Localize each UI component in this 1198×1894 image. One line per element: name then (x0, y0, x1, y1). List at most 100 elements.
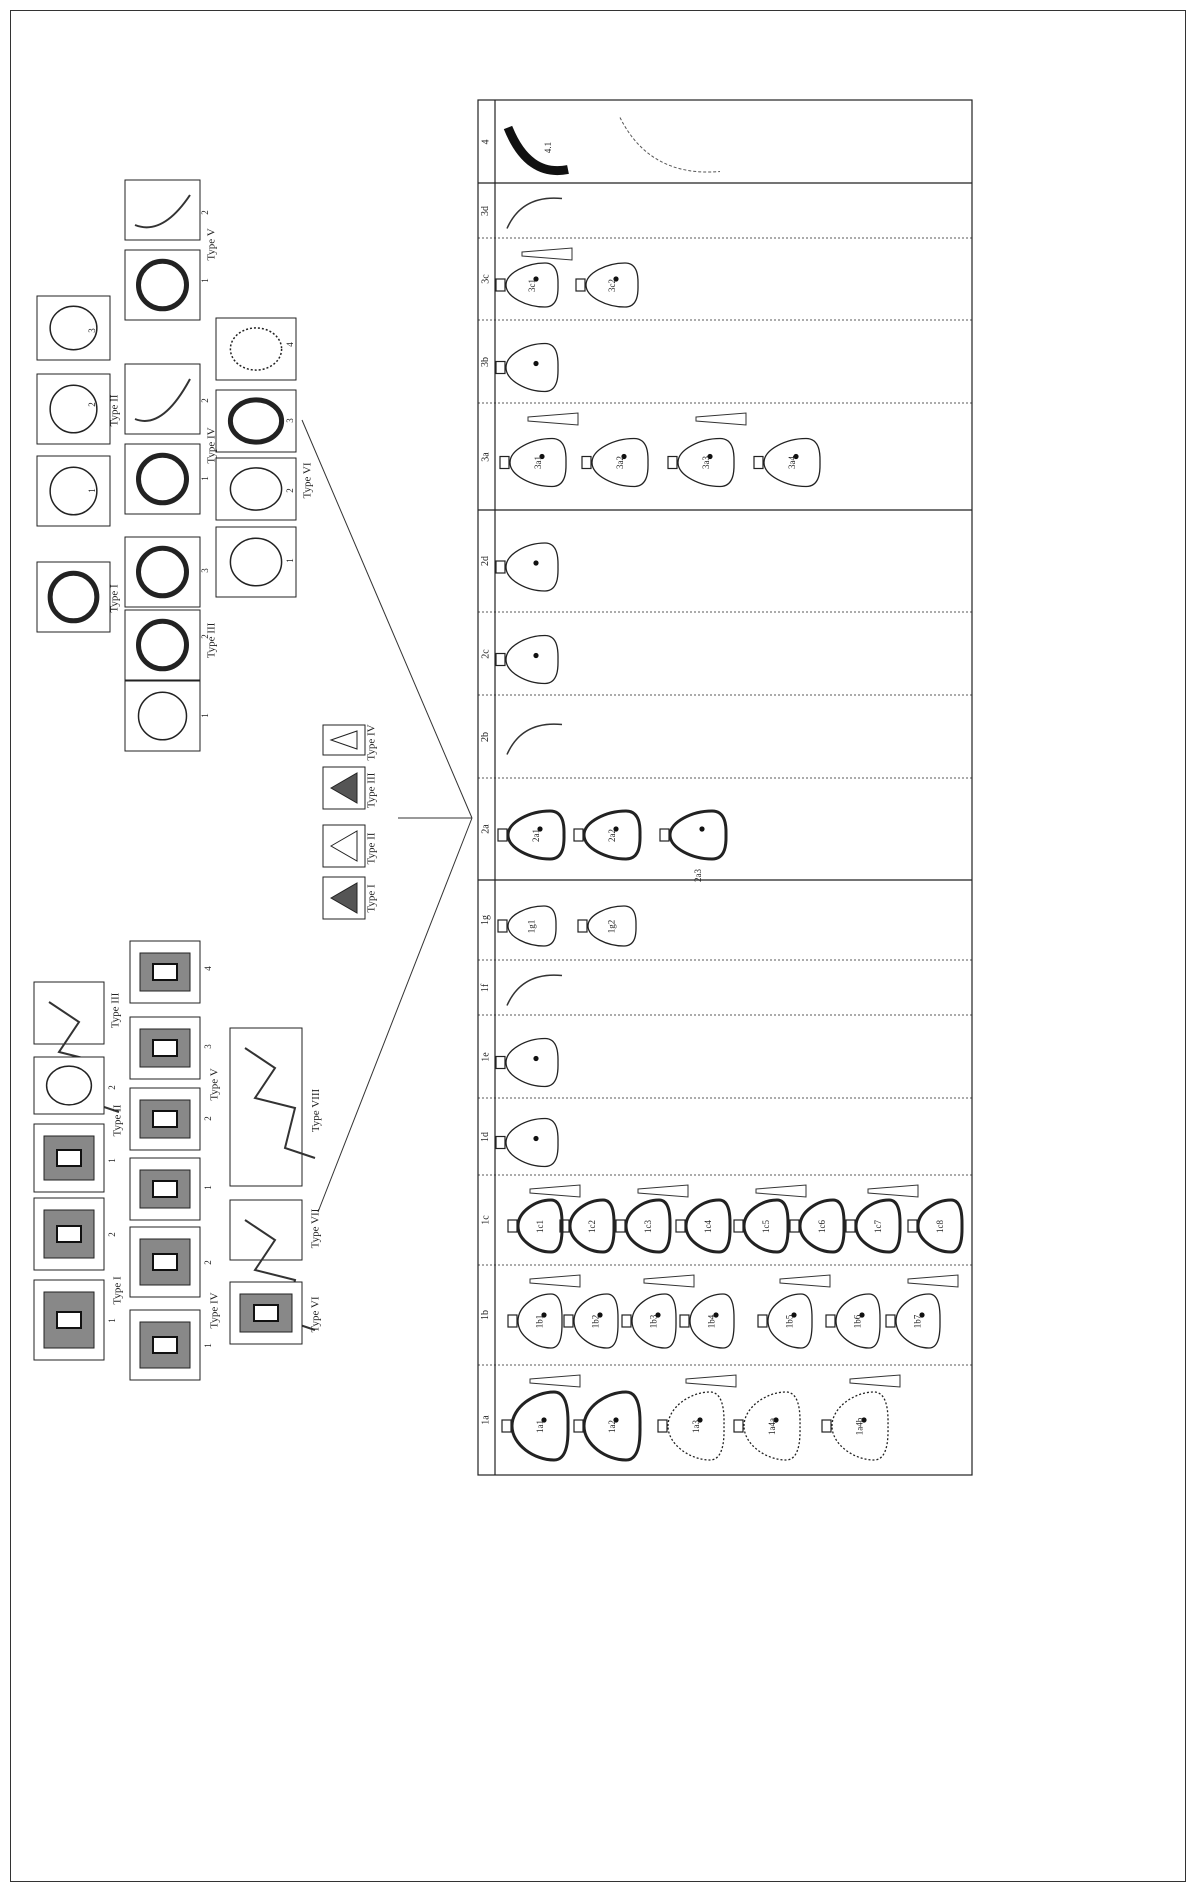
top-type-ii: Type II (108, 394, 121, 426)
specimen-1a3 (657, 1391, 725, 1461)
top-box-v2 (124, 179, 201, 241)
bot-num-4: 2 (202, 1259, 213, 1265)
mid-box-i (322, 876, 366, 920)
row-label-2d: 2d (480, 556, 491, 566)
specimen-label-2a1: 2a1 (530, 828, 541, 842)
top-num-10: 4 (284, 341, 295, 347)
top-num-13: 1 (284, 557, 295, 563)
specimen-1b7 (885, 1293, 941, 1349)
specimen-label-1b3: 1b3 (648, 1314, 659, 1328)
bot-num-8: 2 (106, 1231, 117, 1237)
specimen-3b (495, 342, 559, 393)
specimen-label-3c2: 3c2 (606, 278, 617, 292)
specimen-3a2 (581, 437, 649, 488)
top-type-v: Type V (205, 227, 218, 261)
specimen-label-1c4: 1c4 (702, 1219, 713, 1233)
bot-box-v (229, 1027, 316, 1187)
specimen-1a1 (501, 1390, 570, 1462)
top-num-11: 3 (284, 417, 295, 423)
mark-3c1 (533, 276, 539, 282)
mark-1a2 (613, 1417, 619, 1423)
specimen-4.1 (503, 125, 569, 176)
mark-1b5 (791, 1312, 797, 1318)
row-label-1a: 1a (480, 1415, 492, 1425)
row-label-3c: 3c (480, 274, 492, 284)
top-box-iii2b (124, 609, 201, 681)
specimen-3c2 (575, 262, 639, 308)
specimen-3a4 (753, 437, 821, 488)
bot-num-6: 2 (106, 1084, 117, 1090)
profile-3a3 (695, 412, 747, 426)
top-box-iv3 (215, 389, 297, 453)
specimen-label-1b6: 1b6 (852, 1314, 863, 1328)
bot-box-ii1 (129, 1157, 201, 1221)
specimen-1b1 (507, 1293, 563, 1349)
profile-1b5 (779, 1274, 831, 1288)
specimen-1a4a (733, 1391, 801, 1461)
mid-type-iv: Type IV (365, 723, 378, 761)
bot-type-i: Type I (111, 1275, 124, 1305)
profile-1b7 (907, 1274, 959, 1288)
specimen-2a1 (497, 809, 566, 861)
bot-box-iv2 (129, 1226, 201, 1298)
mark-1a4b (861, 1417, 867, 1423)
top-num-5: 2 (199, 397, 210, 403)
specimen-1d (495, 1117, 559, 1168)
mark-1b7 (919, 1312, 925, 1318)
mid-type-i: Type I (365, 883, 378, 913)
top-type-vi: Type VI (301, 462, 314, 498)
row-label-1d: 1d (480, 1131, 491, 1142)
top-box-vi2 (215, 457, 297, 521)
mark-1b2 (597, 1312, 603, 1318)
bot-type-vi: Type VI (309, 1296, 322, 1332)
specimen-label-1a1: 1a1 (534, 1419, 545, 1433)
bot-box-i2b (33, 1056, 105, 1115)
bot-num-5: 1 (202, 1342, 213, 1348)
top-num-6: 1 (199, 475, 210, 481)
top-box-i (36, 561, 111, 633)
bot-box-i1 (33, 1279, 105, 1361)
specimen-label-1c5: 1c5 (760, 1219, 771, 1233)
specimen-1c6 (789, 1198, 846, 1254)
specimen-1c3 (615, 1198, 672, 1254)
specimen-boxes (33, 179, 366, 1381)
specimen-label-1g2: 1g2 (606, 919, 617, 933)
bot-type-v: Type V (208, 1067, 221, 1101)
row-label-4: 4 (480, 139, 491, 144)
specimen-1c7 (845, 1198, 902, 1254)
mid-box-ii (322, 824, 366, 868)
row-label-3d: 3d (480, 205, 491, 216)
row-label-3a: 3a (480, 451, 492, 462)
specimen-4-outline (619, 117, 721, 173)
specimen-1b4 (679, 1293, 735, 1349)
bot-num-2: 2 (202, 1115, 213, 1121)
specimen-label-3c1: 3c1 (526, 278, 537, 292)
specimen-1a2 (573, 1390, 642, 1462)
mark-1e (533, 1055, 539, 1062)
specimen-1a4b (821, 1391, 889, 1461)
specimen-1g1 (497, 905, 557, 947)
specimen-1c2 (559, 1198, 616, 1254)
specimen-1e (495, 1037, 559, 1088)
mark-3a4 (793, 453, 799, 460)
bot-box-vi (229, 1281, 303, 1345)
mark-1d (533, 1135, 539, 1142)
top-num-7: 3 (199, 567, 210, 573)
specimen-1b2 (563, 1293, 619, 1349)
specimen-label-1g1: 1g1 (526, 919, 537, 933)
mark-1b4 (713, 1312, 719, 1318)
top-num-4: 1 (86, 487, 97, 493)
row-label-1e: 1e (480, 1051, 492, 1062)
mark-2a2 (613, 826, 619, 832)
specimen-label-3a1: 3a1 (532, 456, 543, 469)
mid-type-iii: Type III (365, 772, 378, 808)
top-num-1: 1 (199, 277, 210, 283)
specimen-label-3a2: 3a2 (614, 456, 625, 469)
row-label-1c: 1c (480, 1215, 492, 1225)
specimen-1c4 (675, 1198, 732, 1254)
mark-1b3 (655, 1312, 661, 1318)
top-box-ii3 (36, 295, 111, 361)
specimen-3d (506, 197, 563, 229)
specimen-label-1a3: 1a3 (690, 1419, 701, 1433)
